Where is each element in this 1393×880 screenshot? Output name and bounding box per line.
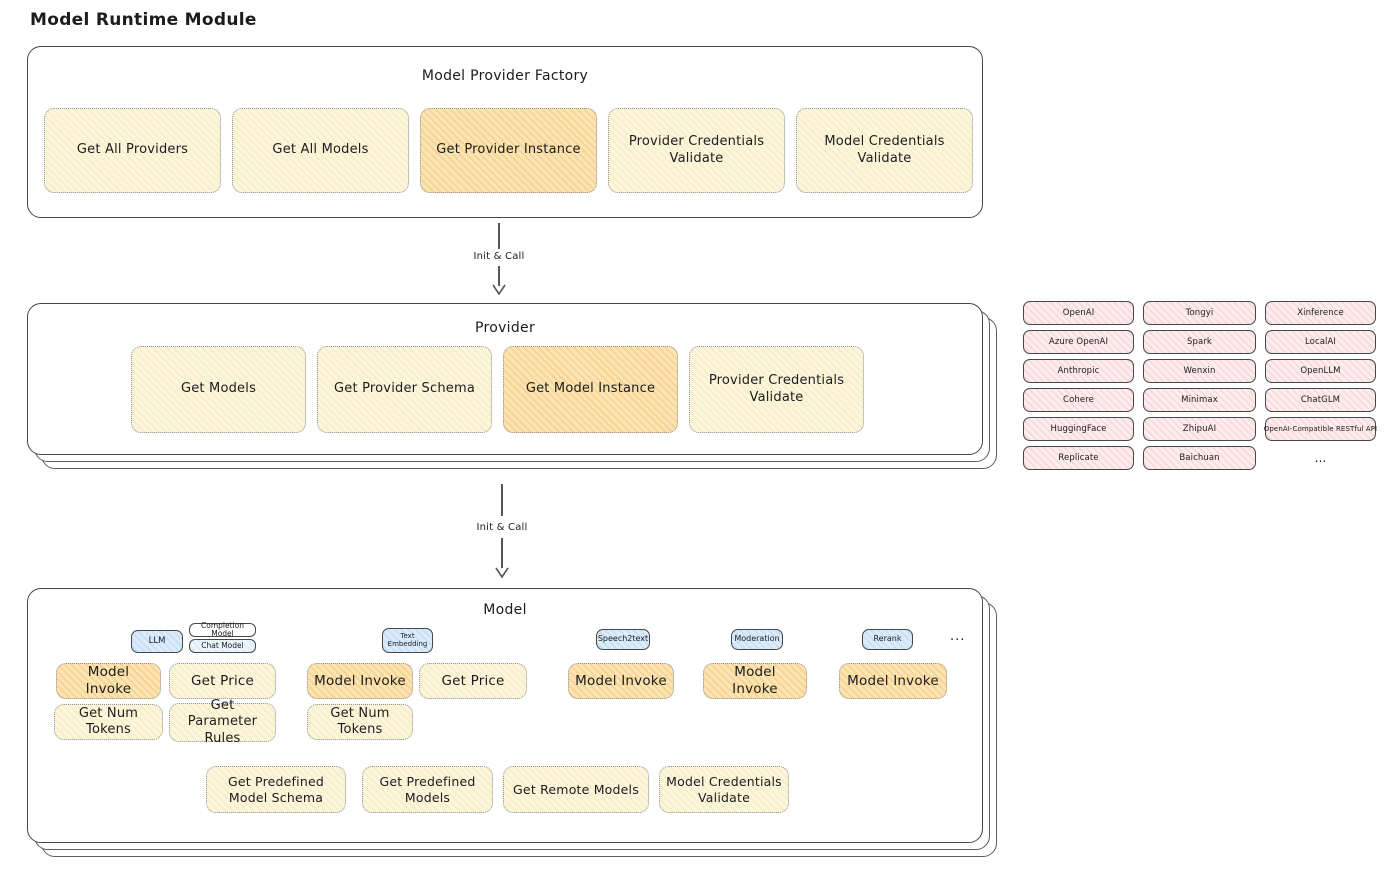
factory-item-model-credentials-validate: Model Credentials Validate: [796, 108, 973, 193]
provider-cell-tongyi: Tongyi: [1143, 301, 1256, 325]
rerank-model-invoke: Model Invoke: [839, 663, 947, 699]
text-embedding-model-invoke: Model Invoke: [307, 663, 413, 699]
factory-box: Model Provider Factory Get All Providers…: [27, 46, 983, 218]
provider-list-ellipsis: ...: [1314, 451, 1327, 465]
tag-moderation: Moderation: [731, 629, 783, 650]
provider-cell-localai: LocalAI: [1265, 330, 1376, 354]
llm-get-parameter-rules: Get Parameter Rules: [169, 698, 276, 746]
model-get-predefined-models: Get Predefined Models: [362, 766, 493, 813]
arrow-provider-to-model-line: [501, 484, 503, 516]
provider-cell-openllm: OpenLLM: [1265, 359, 1376, 383]
model-get-remote-models: Get Remote Models: [503, 766, 649, 813]
tag-llm: LLM: [131, 630, 183, 653]
provider-list-grid: OpenAI Tongyi Xinference Azure OpenAI Sp…: [1023, 301, 1377, 470]
provider-cell-huggingface: HuggingFace: [1023, 417, 1134, 441]
provider-cell-azure-openai: Azure OpenAI: [1023, 330, 1134, 354]
provider-title: Provider: [474, 320, 536, 336]
model-box: Model LLM Completion Model Chat Model Te…: [27, 588, 983, 843]
provider-item-provider-credentials-validate: Provider Credentials Validate: [689, 346, 864, 433]
llm-model-invoke: Model Invoke: [56, 663, 161, 699]
provider-cell-openai: OpenAI: [1023, 301, 1134, 325]
factory-title: Model Provider Factory: [421, 68, 589, 84]
arrowhead-down-icon: [495, 567, 509, 578]
model-get-predefined-model-schema: Get Predefined Model Schema: [206, 766, 346, 813]
factory-item-get-all-models: Get All Models: [232, 108, 409, 193]
provider-cell-spark: Spark: [1143, 330, 1256, 354]
provider-item-get-provider-schema: Get Provider Schema: [317, 346, 492, 433]
arrow-factory-to-provider-label: Init & Call: [473, 251, 525, 262]
tag-completion-model: Completion Model: [189, 621, 256, 638]
provider-cell-anthropic: Anthropic: [1023, 359, 1134, 383]
provider-item-get-models: Get Models: [131, 346, 306, 433]
text-embedding-get-num-tokens: Get Num Tokens: [307, 704, 413, 740]
factory-item-get-all-providers: Get All Providers: [44, 108, 221, 193]
provider-cell-minimax: Minimax: [1143, 388, 1256, 412]
tag-text-embedding: Text Embedding: [382, 628, 433, 653]
provider-cell-baichuan: Baichuan: [1143, 446, 1256, 470]
provider-box: Provider Get Models Get Provider Schema …: [27, 303, 983, 455]
factory-item-get-provider-instance: Get Provider Instance: [420, 108, 597, 193]
factory-item-provider-credentials-validate: Provider Credentials Validate: [608, 108, 785, 193]
model-title: Model: [483, 602, 527, 618]
tag-chat-model: Chat Model: [189, 639, 256, 653]
arrow-factory-to-provider-line2: [498, 266, 500, 286]
provider-cell-xinference: Xinference: [1265, 301, 1376, 325]
model-credentials-validate: Model Credentials Validate: [659, 766, 789, 813]
arrowhead-down-icon: [492, 284, 506, 295]
tag-rerank: Rerank: [862, 629, 913, 650]
provider-cell-chatglm: ChatGLM: [1265, 388, 1376, 412]
page-title: Model Runtime Module: [30, 10, 257, 30]
speech2text-model-invoke: Model Invoke: [568, 663, 674, 699]
provider-cell-cohere: Cohere: [1023, 388, 1134, 412]
llm-get-price: Get Price: [169, 663, 276, 699]
arrow-provider-to-model-line2: [501, 538, 503, 568]
provider-cell-wenxin: Wenxin: [1143, 359, 1256, 383]
provider-cell-zhipuai: ZhipuAI: [1143, 417, 1256, 441]
provider-item-get-model-instance: Get Model Instance: [503, 346, 678, 433]
model-tags-ellipsis: ...: [950, 629, 966, 644]
text-embedding-get-price: Get Price: [419, 663, 527, 699]
arrow-provider-to-model-label: Init & Call: [476, 522, 528, 533]
llm-get-num-tokens: Get Num Tokens: [54, 704, 163, 740]
provider-cell-replicate: Replicate: [1023, 446, 1134, 470]
provider-cell-openai-compatible: OpenAI-Compatible RESTful API: [1264, 417, 1377, 441]
arrow-factory-to-provider-line: [498, 223, 500, 249]
moderation-model-invoke: Model Invoke: [703, 663, 807, 699]
tag-speech2text: Speech2text: [596, 629, 650, 650]
